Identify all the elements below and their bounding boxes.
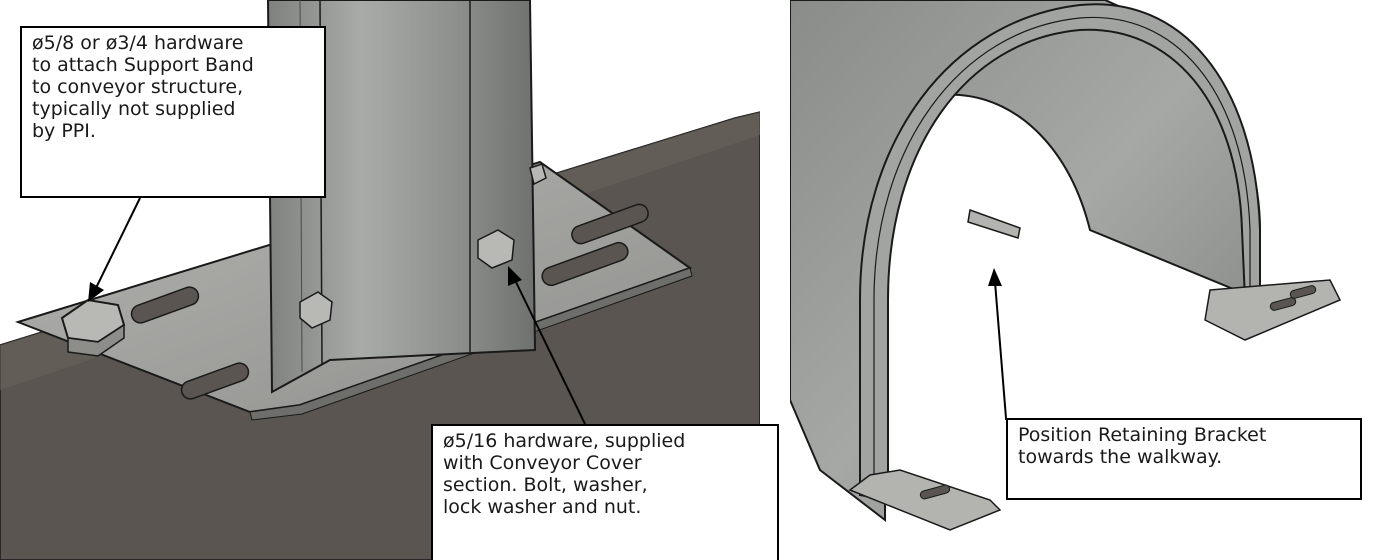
callout-line: with Conveyor Cover (443, 452, 642, 474)
callout-line: to attach Support Band (32, 54, 254, 76)
leader-arrow-icon (508, 266, 586, 425)
callout-line: towards the walkway. (1018, 446, 1223, 468)
callout-line: lock washer and nut. (443, 496, 642, 518)
callout-line: ø5/16 hardware, supplied (443, 430, 686, 452)
leader-arrow-icon (88, 197, 141, 302)
conveyor-cover-drawing (790, 0, 1342, 531)
retaining-bracket (967, 208, 1021, 239)
callout-retaining-bracket: Position Retaining Bracket towards the w… (1006, 418, 1362, 500)
callout-line: to conveyor structure, (32, 76, 244, 98)
bracket-slots (919, 285, 1317, 500)
hex-bolt-icon (477, 229, 515, 269)
callout-line: by PPI. (32, 120, 96, 142)
callout-line: section. Bolt, washer, (443, 474, 648, 496)
callout-line: Position Retaining Bracket (1018, 424, 1267, 446)
hex-bolt-icon (60, 298, 126, 357)
support-post (266, 0, 537, 394)
hex-bolt-icon (299, 291, 333, 329)
callout-line: ø5/8 or ø3/4 hardware (32, 32, 244, 54)
callout-cover-hardware: ø5/16 hardware, supplied with Conveyor C… (431, 424, 779, 560)
base-plate-edge (249, 267, 693, 421)
callout-support-band-hardware: ø5/8 or ø3/4 hardware to attach Support … (20, 26, 326, 198)
base-bracket-left (848, 469, 1002, 531)
callout-line: typically not supplied (32, 98, 236, 120)
leader-arrow-icon (988, 268, 1007, 419)
conveyor-cover-illustration (790, 0, 1377, 560)
hex-bolt-icon (529, 163, 547, 186)
plate-slots (130, 203, 649, 400)
support-band-arch (859, 3, 1261, 502)
